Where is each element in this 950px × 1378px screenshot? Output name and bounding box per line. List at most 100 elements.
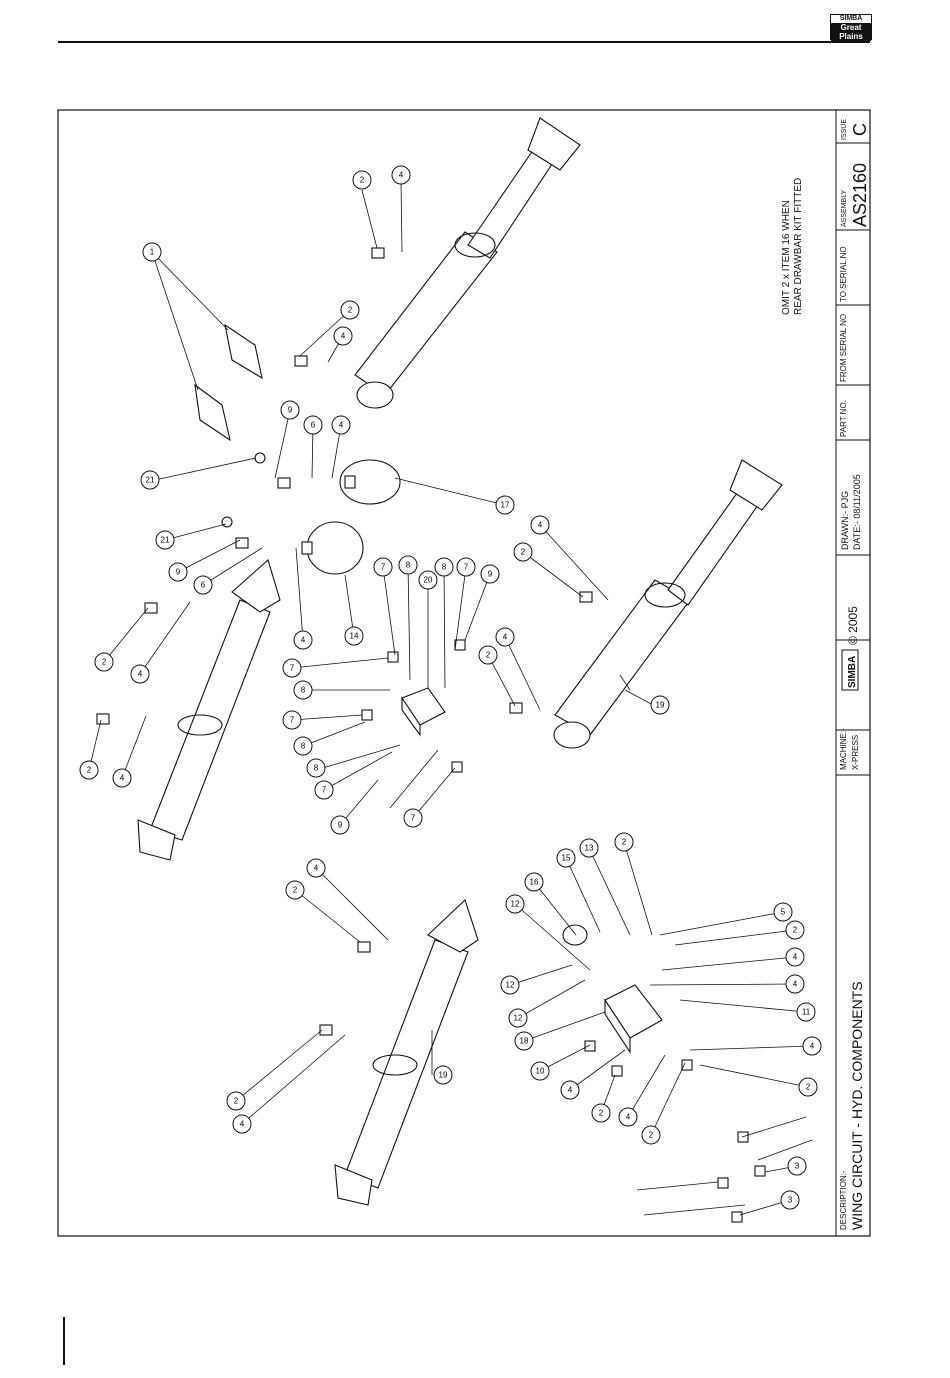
callout-4: 4 [391,165,411,185]
callout-2: 2 [513,542,533,562]
accumulator-14 [301,521,364,575]
machine-text: X-PRESS [851,735,860,770]
logo-sub-text: Great Plains [831,23,871,41]
svg-text:8: 8 [301,742,306,751]
callout-11: 11 [796,1002,816,1022]
copyright-text: © 2005 [846,606,860,645]
callout-7: 7 [282,658,302,678]
callout-2: 2 [352,170,372,190]
svg-text:4: 4 [793,980,798,989]
svg-text:2: 2 [87,766,92,775]
callout-8: 8 [293,736,313,756]
part-no-label: PART NO. [839,400,848,437]
callout-4: 4 [306,858,326,878]
svg-text:2: 2 [599,1109,604,1118]
callout-7: 7 [373,557,393,577]
svg-text:8: 8 [314,764,319,773]
svg-text:2: 2 [622,838,627,847]
svg-text:13: 13 [585,844,594,853]
valve-top-couplers [194,323,263,442]
cylinder-left-lower [334,899,479,1206]
callout-2: 2 [614,832,634,852]
svg-text:2: 2 [649,1131,654,1140]
callout-2: 2 [478,645,498,665]
part-callouts: 1 2 2 2 2 2 2 2 2 2 2 2 2 2 3 3 4 4 4 4 … [79,165,822,1210]
svg-text:3: 3 [795,1162,800,1171]
callout-20: 20 [418,570,438,590]
from-serial-label: FROM SERIAL NO [839,314,848,382]
callout-16: 16 [524,872,544,892]
callout-6: 6 [303,415,323,435]
svg-text:19: 19 [656,701,665,710]
drawn-text: DRAWN:- PJG [840,491,850,550]
svg-text:18: 18 [520,1037,529,1046]
svg-text:2: 2 [234,1097,239,1106]
svg-text:8: 8 [301,686,306,695]
callout-7: 7 [282,710,302,730]
svg-text:2: 2 [793,926,798,935]
machine-label: MACHINE:- [839,728,848,770]
callout-8: 8 [398,555,418,575]
svg-text:4: 4 [120,774,125,783]
svg-text:4: 4 [538,521,543,530]
callout-2: 2 [226,1091,246,1111]
svg-text:8: 8 [406,561,411,570]
svg-text:9: 9 [288,406,293,415]
callout-14: 14 [344,626,364,646]
header-rule [58,41,870,43]
title-block: DESCRIPTION:- WING CIRCUIT - HYD. COMPON… [835,110,870,1236]
svg-text:8: 8 [442,563,447,572]
svg-text:4: 4 [138,670,143,679]
callout-4: 4 [112,768,132,788]
callout-2: 2 [798,1077,818,1097]
callout-4: 4 [331,415,351,435]
svg-text:4: 4 [810,1042,815,1051]
callout-4: 4 [618,1107,638,1127]
assembly-number: AS2160 [850,163,870,227]
callout-4: 4 [802,1036,822,1056]
svg-text:21: 21 [161,536,170,545]
callout-4: 4 [560,1080,580,1100]
callout-4: 4 [785,974,805,994]
description-text: WING CIRCUIT - HYD. COMPONENTS [849,981,865,1230]
callout-3: 3 [787,1156,807,1176]
svg-text:7: 7 [464,563,469,572]
svg-text:4: 4 [341,332,346,341]
callout-17: 17 [495,495,515,515]
svg-text:4: 4 [314,864,319,873]
svg-text:1: 1 [150,248,155,257]
svg-text:17: 17 [501,501,510,510]
callout-2: 2 [591,1103,611,1123]
callout-2: 2 [79,760,99,780]
callout-10: 10 [530,1061,550,1081]
callout-9: 9 [280,400,300,420]
callout-15: 15 [556,848,576,868]
callout-4: 4 [232,1114,252,1134]
leader-lines [88,181,813,1216]
callout-9: 9 [330,815,350,835]
callout-8: 8 [293,680,313,700]
svg-text:4: 4 [503,633,508,642]
svg-text:7: 7 [411,814,416,823]
callout-12: 12 [505,894,525,914]
svg-text:6: 6 [201,581,206,590]
callout-2: 2 [340,300,360,320]
callout-9: 9 [480,564,500,584]
svg-text:4: 4 [240,1120,245,1129]
callout-8: 8 [434,557,454,577]
svg-text:6: 6 [311,421,316,430]
svg-text:19: 19 [439,1071,448,1080]
omit-note-line1: OMIT 2 x ITEM 16 WHEN [781,200,792,315]
svg-text:7: 7 [290,664,295,673]
to-serial-label: TO SERIAL NO [839,246,848,302]
callout-2: 2 [641,1125,661,1145]
svg-text:12: 12 [514,1014,523,1023]
callout-7: 7 [403,808,423,828]
svg-text:16: 16 [530,878,539,887]
svg-text:2: 2 [521,548,526,557]
callout-19: 19 [433,1065,453,1085]
logo-top-text: SIMBA [839,15,863,22]
callout-7: 7 [314,780,334,800]
simba-title-logo: SIMBA [841,649,859,691]
